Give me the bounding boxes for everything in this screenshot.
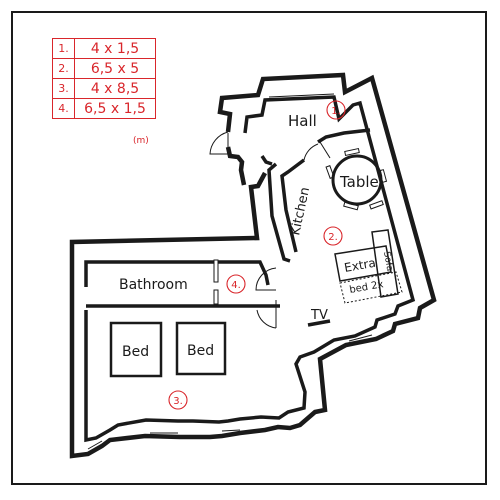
round-table [331,154,383,206]
drawing-frame [11,11,487,485]
room-marker-2: 2. [328,232,338,243]
legend-dimension: 6,5 x 1,5 [74,98,156,119]
inner-walls [84,95,416,443]
furniture [109,147,403,378]
legend-unit: (m) [133,136,149,146]
extra-bed-foldout [339,271,403,304]
bed-right-label: Bed [187,343,214,359]
sofa-label: Sofa [381,251,394,272]
bed-left [109,321,163,378]
room-label-bathroom: Bathroom [119,277,188,293]
extra-bed-mattress [334,245,392,282]
room-markers: 1. 2. 3. 4. [168,100,346,410]
bed-right [175,321,227,376]
room-marker-3: 3. [173,396,183,407]
outer-walls [69,72,437,459]
tv-label: TV [310,308,328,323]
extra-bed-sub-label: bed 2x [349,279,385,296]
room-label-table: Table [339,173,379,191]
room-marker-1: 1. [331,106,341,117]
room-dimensions-legend: 1. 4 x 1,5 2. 6,5 x 5 3. 4 x 8,5 4. 6,5 … [52,38,156,119]
windows [87,93,373,450]
bed-left-label: Bed [122,344,149,360]
sofa [371,229,399,298]
room-marker-4: 4. [231,280,241,291]
room-label-kitchen: Kitchen [288,186,313,237]
legend-row: 4. 6,5 x 1,5 [52,98,156,119]
legend-number: 4. [52,98,75,119]
doors [209,131,331,329]
extra-bed-label: Extra [343,256,377,275]
tv-stand [307,319,331,327]
room-label-hall: Hall [288,112,317,130]
